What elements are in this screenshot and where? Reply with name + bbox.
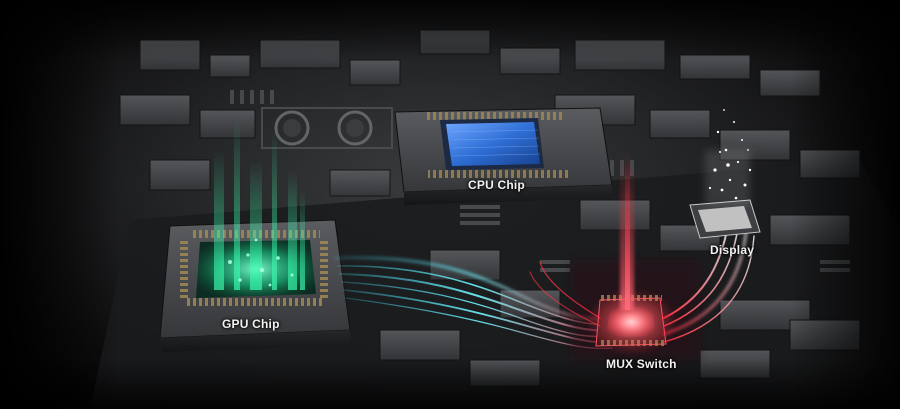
display-label: Display [710,243,755,257]
board-background [90,29,900,409]
cpu-chip-label: CPU Chip [468,178,525,192]
mux-switch-label: MUX Switch [606,357,677,371]
gpu-chip-label: GPU Chip [222,317,280,331]
